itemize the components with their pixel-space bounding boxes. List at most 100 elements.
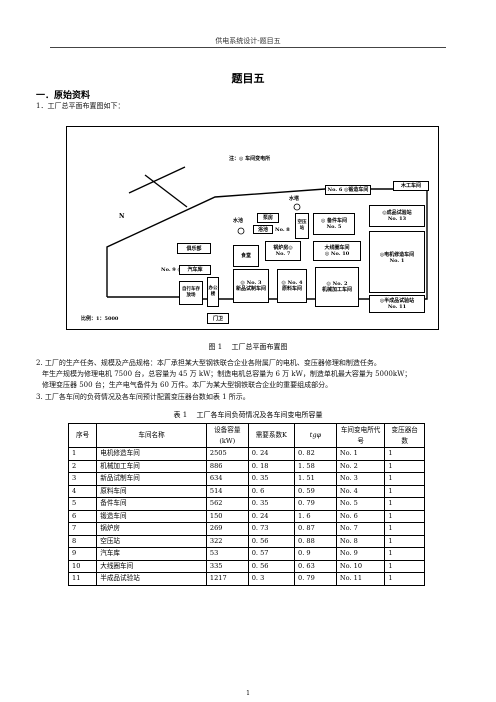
no9-label: No. 9 ◎: [161, 267, 182, 273]
motor-shop: ◎电机修造车间 No. 1: [369, 231, 425, 293]
motor-no: No. 1: [389, 258, 405, 264]
table-cell: No. 10: [335, 559, 386, 573]
table-cell: 0. 3: [247, 572, 296, 586]
garage: 汽车库: [179, 265, 211, 275]
table-cell: No. 7: [335, 522, 386, 536]
air-station: 空压站: [295, 213, 309, 239]
table-cell: 锅炉房: [96, 522, 207, 536]
mach-no: ◎ No. 2: [326, 281, 348, 287]
coil-no: ◎ No. 10: [324, 251, 350, 257]
machining-shop: ◎ No. 2 机械加工车间: [315, 267, 359, 307]
th-index: 序号: [67, 423, 98, 448]
product-test-no: No. 13: [387, 216, 407, 222]
table-cell: No. 3: [335, 472, 386, 486]
table-cell: 0. 35: [247, 472, 296, 486]
table-cell: 0. 56: [247, 534, 296, 548]
table-cell: 53: [205, 547, 249, 561]
table-cell: 0. 63: [294, 559, 337, 573]
table-cell: 1: [384, 497, 425, 511]
table-cell: 大线圈车间: [96, 559, 207, 573]
no8-label: No. 8: [275, 227, 290, 233]
section-heading: 一．原始资料: [36, 91, 91, 101]
club: 俱乐部: [177, 243, 211, 254]
table-cell: 机械加工车间: [96, 459, 207, 473]
guard-gate: 门卫: [207, 313, 229, 324]
table-cell: 4: [67, 484, 98, 498]
table-cell: 2505: [205, 447, 249, 461]
new-product-shop: ◎ No. 3 新品试制车间: [233, 269, 269, 303]
table-cell: 514: [205, 484, 249, 498]
table-cell: No. 9: [335, 547, 386, 561]
load-table: 序号 车间名称 设备容量(kW) 需要系数K tgφ 车间变电所代号 变压器台数…: [67, 423, 425, 586]
table-cell: 0. 79: [294, 572, 337, 586]
table-cell: 1: [384, 572, 425, 586]
table-cell: No. 6: [335, 509, 386, 523]
mach-name: 机械加工车间: [321, 287, 352, 293]
table-cell: 0. 59: [294, 484, 337, 498]
table-cell: 1: [384, 484, 425, 498]
table-cell: 0. 79: [294, 497, 337, 511]
table-cell: 0. 87: [294, 522, 337, 536]
pool: 水池: [233, 218, 244, 224]
table-cell: 9: [67, 547, 98, 561]
table-cell: 备件车间: [96, 497, 207, 511]
table-cell: 1: [384, 472, 425, 486]
figure-caption: 图 1 工厂总平面布置图: [208, 343, 288, 351]
table-header-row: 序号 车间名称 设备容量(kW) 需要系数K tgφ 车间变电所代号 变压器台数: [67, 423, 425, 448]
table-cell: 1: [384, 534, 425, 548]
table-cell: 150: [205, 509, 249, 523]
table-cell: 7: [67, 522, 98, 536]
table-cell: 0. 57: [247, 547, 296, 561]
table-cell: 322: [205, 534, 249, 548]
table-cell: 886: [205, 459, 249, 473]
table-cell: 锻造车间: [96, 509, 207, 523]
table-cell: 1. 51: [294, 472, 337, 486]
table-cell: 11: [67, 572, 98, 586]
table-cell: 0. 24: [247, 447, 296, 461]
table-cell: 1: [384, 559, 425, 573]
table-cell: 3: [67, 472, 98, 486]
bike-park: 自行车存放场: [179, 281, 203, 305]
coil-name: 大线圈车间: [324, 245, 350, 251]
table-cell: 10: [67, 559, 98, 573]
bath: 浴池: [253, 225, 273, 234]
table-cell: No. 8: [335, 534, 386, 548]
north-marker: N: [119, 213, 125, 220]
table-cell: 1: [384, 547, 425, 561]
newp-no: ◎ No. 3: [240, 280, 262, 286]
item-1: 1．工厂总平面布置图如下：: [36, 102, 125, 110]
table-cell: 2: [67, 459, 98, 473]
table-cell: 1. 6: [294, 509, 337, 523]
table-cell: 1: [384, 459, 425, 473]
pump-house: 泵房: [257, 213, 279, 223]
table-cell: 0. 56: [247, 559, 296, 573]
header-rule: [50, 47, 446, 48]
raw-no: ◎ No. 4: [281, 280, 303, 286]
table-cell: 6: [67, 509, 98, 523]
table-cell: 0. 82: [294, 447, 337, 461]
table-cell: 1: [67, 447, 98, 461]
newp-name: 新品试制车间: [235, 286, 266, 292]
item-3: 3. 工厂各车间的负荷情况及各车间预计配置变压器台数如表 1 所示。: [36, 393, 250, 401]
factory-layout-map: 注：◎ 车间变电所 N 比例：1：5000 No. 6 ◎锻造车间 木工车间 水…: [66, 126, 439, 330]
th-demand-factor: 需要系数K: [247, 423, 296, 448]
th-capacity: 设备容量(kW): [205, 423, 249, 448]
table-cell: 335: [205, 559, 249, 573]
table-cell: 空压站: [96, 534, 207, 548]
table-cell: No. 5: [335, 497, 386, 511]
table-cell: No. 2: [335, 459, 386, 473]
table-cell: 1: [384, 522, 425, 536]
semi-name: ◎半成品试验站: [379, 298, 415, 304]
forge-shop: No. 6 ◎锻造车间: [325, 185, 371, 195]
table-cell: 0. 9: [294, 547, 337, 561]
table-cell: 1: [384, 509, 425, 523]
table-cell: 5: [67, 497, 98, 511]
table-cell: No. 4: [335, 484, 386, 498]
th-substation: 车间变电所代号: [335, 423, 386, 448]
table-cell: 电机修造车间: [96, 447, 207, 461]
map-scale: 比例：1：5000: [81, 316, 119, 322]
boiler-house: 锅炉房◎ No. 7: [265, 241, 301, 261]
